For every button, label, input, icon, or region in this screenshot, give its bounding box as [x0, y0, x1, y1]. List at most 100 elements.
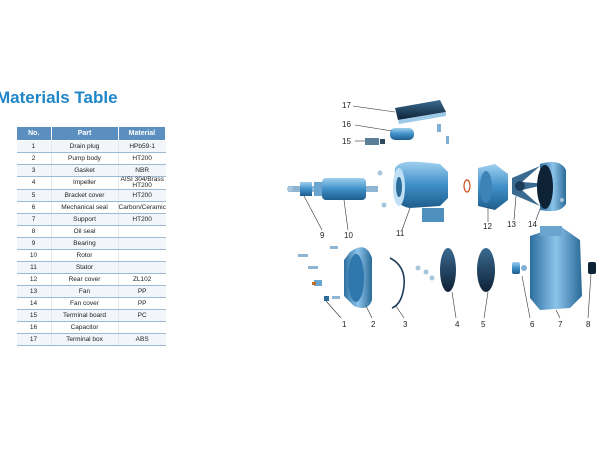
cell-no: 5: [16, 189, 51, 202]
screw-part: [437, 124, 441, 132]
screw-part: [423, 269, 429, 275]
cell-part: Oil seal: [50, 225, 119, 238]
fan-part: [512, 166, 548, 221]
drain-plug-part: [324, 296, 342, 319]
cell-no: 10: [16, 249, 51, 262]
callout-12: 12: [483, 222, 492, 231]
callout-14: 14: [528, 220, 537, 229]
callout-7: 7: [558, 320, 563, 329]
cell-no: 2: [16, 152, 51, 165]
header-no: No.: [16, 126, 52, 141]
gasket-part: [389, 257, 406, 319]
cell-no: 16: [16, 321, 51, 334]
callout-3: 3: [403, 320, 408, 329]
cell-part: Rear cover: [50, 273, 119, 286]
cell-material: PC: [118, 309, 166, 322]
cell-no: 8: [16, 225, 51, 238]
cell-material: HPb59-1: [118, 140, 166, 153]
cell-material: NBR: [118, 164, 166, 177]
callout-1: 1: [342, 320, 347, 329]
o-ring-part: [463, 179, 471, 193]
cell-material: AISI 304/Brass HT200: [118, 176, 166, 190]
callout-10: 10: [344, 231, 353, 240]
cell-material: [118, 249, 166, 262]
screw-part: [446, 136, 449, 144]
cell-no: 17: [16, 333, 51, 346]
cell-no: 9: [16, 237, 51, 250]
cell-no: 3: [16, 164, 51, 177]
table-header-row: No. Part Material: [16, 126, 167, 141]
terminal-box-part: [352, 100, 446, 124]
key-part: [287, 186, 293, 192]
cell-part: Fan: [50, 285, 119, 298]
header-part: Part: [50, 126, 119, 141]
callout-13: 13: [507, 220, 516, 229]
cell-material: [118, 321, 166, 334]
rear-cover-part: [478, 164, 508, 222]
callout-16: 16: [342, 120, 351, 129]
cell-material: PP: [118, 285, 166, 298]
cell-part: Mechanical seal: [50, 201, 119, 214]
support-part: [530, 226, 582, 319]
cell-material: HT200: [118, 213, 166, 226]
pump-body-part: [344, 247, 373, 319]
callout-6: 6: [530, 320, 535, 329]
cell-material: HT200: [118, 152, 166, 165]
cell-no: 13: [16, 285, 51, 298]
screws-group: [298, 246, 340, 299]
cell-part: Drain plug: [50, 140, 119, 153]
screw-part: [415, 265, 421, 271]
cell-part: Impeller: [50, 176, 119, 190]
callout-11: 11: [396, 229, 405, 238]
callout-15: 15: [342, 137, 351, 146]
page-title: Materials Table: [0, 88, 118, 107]
mechanical-seal-part: [512, 262, 531, 319]
terminal-board-part: [355, 138, 385, 145]
cell-part: Gasket: [50, 164, 119, 177]
cell-part: Pump body: [50, 152, 119, 165]
cell-part: Fan cover: [50, 297, 119, 310]
cell-material: Carbon/Ceramic: [118, 201, 166, 214]
cell-part: Stator: [50, 261, 119, 274]
fan-cover-part: [535, 162, 566, 221]
cell-no: 4: [16, 176, 51, 190]
cell-material: PP: [118, 297, 166, 310]
rotor-part: [314, 178, 366, 231]
cell-no: 14: [16, 297, 51, 310]
cell-material: [118, 261, 166, 274]
cell-part: Terminal box: [50, 333, 119, 346]
cell-no: 1: [16, 140, 51, 153]
cell-no: 6: [16, 201, 51, 214]
cell-part: Bearing: [50, 237, 119, 250]
header-material: Material: [117, 126, 167, 141]
callout-2: 2: [371, 320, 376, 329]
screw-part: [560, 198, 564, 202]
callout-9: 9: [320, 231, 325, 240]
cell-no: 7: [16, 213, 51, 226]
cell-material: HT200: [118, 189, 166, 202]
callout-5: 5: [481, 320, 486, 329]
stator-part: [393, 161, 448, 231]
impeller-part: [440, 248, 457, 319]
cell-part: Capacitor: [50, 321, 119, 334]
screw-part: [429, 275, 435, 281]
cell-material: [118, 237, 166, 250]
cell-part: Support: [50, 213, 119, 226]
